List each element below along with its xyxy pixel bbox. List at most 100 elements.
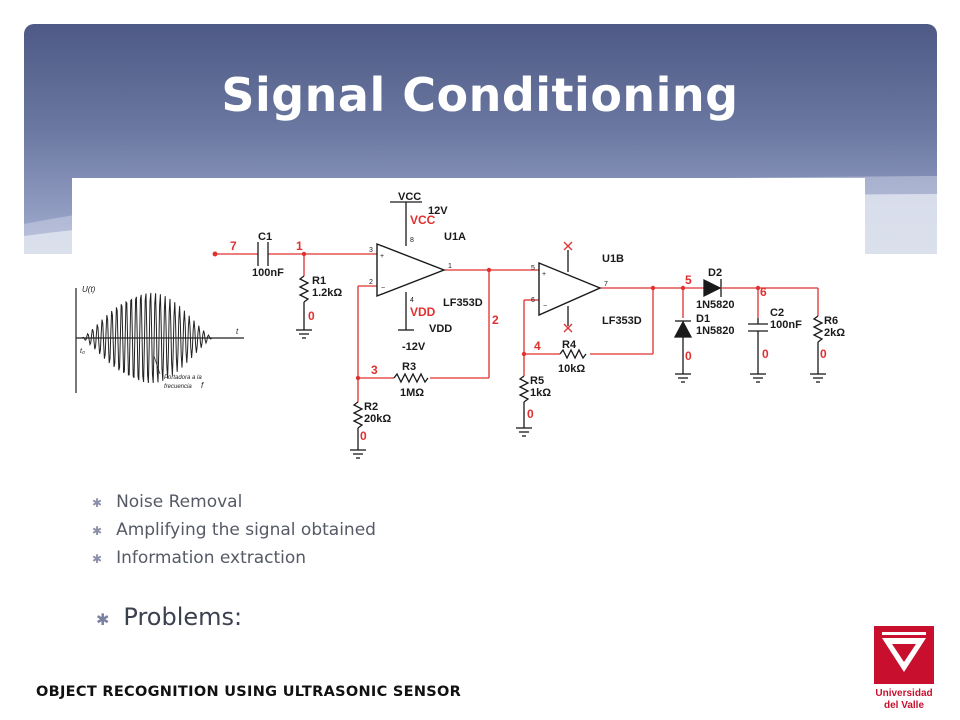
- r4-value: 10kΩ: [558, 363, 585, 375]
- waveform-burst: [81, 292, 232, 384]
- logo-emblem: [874, 626, 934, 684]
- vcc-label: VCC: [398, 191, 421, 203]
- slide-footer: OBJECT RECOGNITION USING ULTRASONIC SENS…: [36, 684, 462, 700]
- ground-d1: [675, 373, 691, 383]
- circuit-wires: [215, 253, 819, 402]
- r6-value: 2kΩ: [824, 327, 845, 339]
- circuit-components: [212, 201, 826, 459]
- capacitor-c2: [748, 318, 768, 374]
- opamp-u1b: [538, 261, 602, 317]
- resistor-r4: [559, 348, 587, 360]
- r5-value: 1kΩ: [530, 387, 551, 399]
- c1-label: C1: [258, 231, 272, 243]
- vdd-pin-label: VDD: [410, 305, 436, 319]
- logo-line-1: Universidad: [875, 688, 933, 699]
- bullet-text: Information extraction: [116, 548, 307, 568]
- bullet-text: Amplifying the signal obtained: [116, 520, 376, 540]
- bullet-star-icon: ✱: [92, 524, 103, 538]
- r2-label: R2: [364, 401, 378, 413]
- u1b-plus-sign: +: [542, 271, 546, 278]
- u1b-pin-plus: 5: [531, 265, 535, 272]
- node-5-label: 5: [685, 273, 692, 287]
- bullet-item: ✱ Amplifying the signal obtained: [92, 516, 376, 544]
- gnd-d1-label: 0: [685, 349, 692, 363]
- node-1-label: 1: [296, 239, 303, 253]
- bullet-item: ✱Information extraction: [92, 544, 376, 572]
- u1a-plus-sign: +: [380, 253, 384, 260]
- circuit-panel: U(t) t t₀ Portadora a la frecuencia f: [72, 178, 865, 468]
- waveform-x-label: t: [236, 327, 239, 336]
- u1b-pin-out: 7: [604, 281, 608, 288]
- node-3-label: 3: [371, 363, 378, 377]
- vdd-label: VDD: [429, 323, 452, 335]
- d1-value: 1N5820: [696, 325, 735, 337]
- bullet-star-icon: ✱: [96, 610, 110, 629]
- c1-value: 100nF: [252, 267, 284, 279]
- node-labels: 7 1 2 3 4 5 6 0 0 0 0 0 0 VCC VDD: [230, 213, 827, 443]
- opamp-u1a: [376, 242, 446, 298]
- component-labels: VCC 12V VDD -12V U1A LF353D U1B LF353D C…: [252, 191, 845, 425]
- slide-title: Signal Conditioning: [221, 68, 739, 122]
- c2-value: 100nF: [770, 319, 802, 331]
- ground-r5: [516, 427, 532, 437]
- u1a-pin-minus: 2: [369, 279, 373, 286]
- input-terminal: [212, 251, 218, 257]
- bullet-text: Noise Removal: [116, 492, 243, 512]
- u1a-model: LF353D: [443, 297, 483, 309]
- vdd-value: -12V: [402, 341, 426, 353]
- r2-value: 20kΩ: [364, 413, 391, 425]
- node-7-label: 7: [230, 239, 237, 253]
- waveform-caption-pointer: [153, 355, 161, 375]
- r5-label: R5: [530, 375, 544, 387]
- r3-label: R3: [402, 361, 416, 373]
- ground-r6: [810, 373, 826, 383]
- d2-label: D2: [708, 267, 722, 279]
- logo-line-2: del Valle: [883, 700, 925, 711]
- waveform-t0-label: t₀: [80, 348, 85, 355]
- gnd-r6-label: 0: [820, 347, 827, 361]
- node-6-label: 6: [760, 285, 767, 299]
- d2-value: 1N5820: [696, 299, 735, 311]
- d1-label: D1: [696, 313, 710, 325]
- ground-c2: [750, 373, 766, 383]
- u1a-pin-plus: 3: [369, 247, 373, 254]
- waveform-y-label: U(t): [82, 285, 96, 294]
- problems-text: Problems:: [123, 603, 243, 631]
- capacitor-c1: [257, 242, 269, 266]
- r6-label: R6: [824, 315, 838, 327]
- ultrasonic-waveform: U(t) t t₀ Portadora a la frecuencia f: [75, 285, 244, 393]
- waveform-caption-2: frecuencia: [164, 384, 192, 390]
- opamp-pin-labels: + − 3 2 1 8 4 + − 5 6 7: [369, 237, 608, 310]
- bullet-list: ✱ Noise Removal ✱ Amplifying the signal ob…: [92, 488, 376, 572]
- u1b-pin-minus: 6: [531, 297, 535, 304]
- node-2-label: 2: [492, 313, 499, 327]
- u1a-pin-out: 1: [448, 263, 452, 270]
- bullet-star-icon: ✱: [92, 496, 103, 510]
- u1a-label: U1A: [444, 231, 466, 243]
- u1b-label: U1B: [602, 253, 624, 265]
- r4-label: R4: [562, 339, 577, 351]
- u1a-pin-vcc: 8: [410, 237, 414, 244]
- gnd-r1-label: 0: [308, 309, 315, 323]
- diode-d1: [673, 320, 693, 374]
- vcc-pin-label: VCC: [410, 213, 436, 227]
- ground-r2: [350, 449, 366, 459]
- resistor-r3: [393, 372, 429, 384]
- resistor-r5: [518, 375, 530, 428]
- diode-d2: [703, 278, 722, 298]
- problems-heading: ✱ Problems:: [96, 603, 242, 631]
- circuit-diagram: U(t) t t₀ Portadora a la frecuencia f: [75, 191, 845, 459]
- r3-value: 1MΩ: [400, 387, 424, 399]
- ground-r1: [296, 329, 312, 339]
- u1b-nc-marks: [563, 241, 573, 333]
- resistor-r1: [298, 275, 310, 330]
- node-4-label: 4: [534, 339, 541, 353]
- gnd-c2-label: 0: [762, 347, 769, 361]
- gnd-r2-label: 0: [360, 429, 367, 443]
- u1a-pin-vdd: 4: [410, 297, 414, 304]
- resistor-r6: [812, 315, 824, 374]
- c2-label: C2: [770, 307, 784, 319]
- gnd-r5-label: 0: [527, 407, 534, 421]
- r1-label: R1: [312, 275, 326, 287]
- waveform-caption-1: Portadora a la: [164, 375, 202, 381]
